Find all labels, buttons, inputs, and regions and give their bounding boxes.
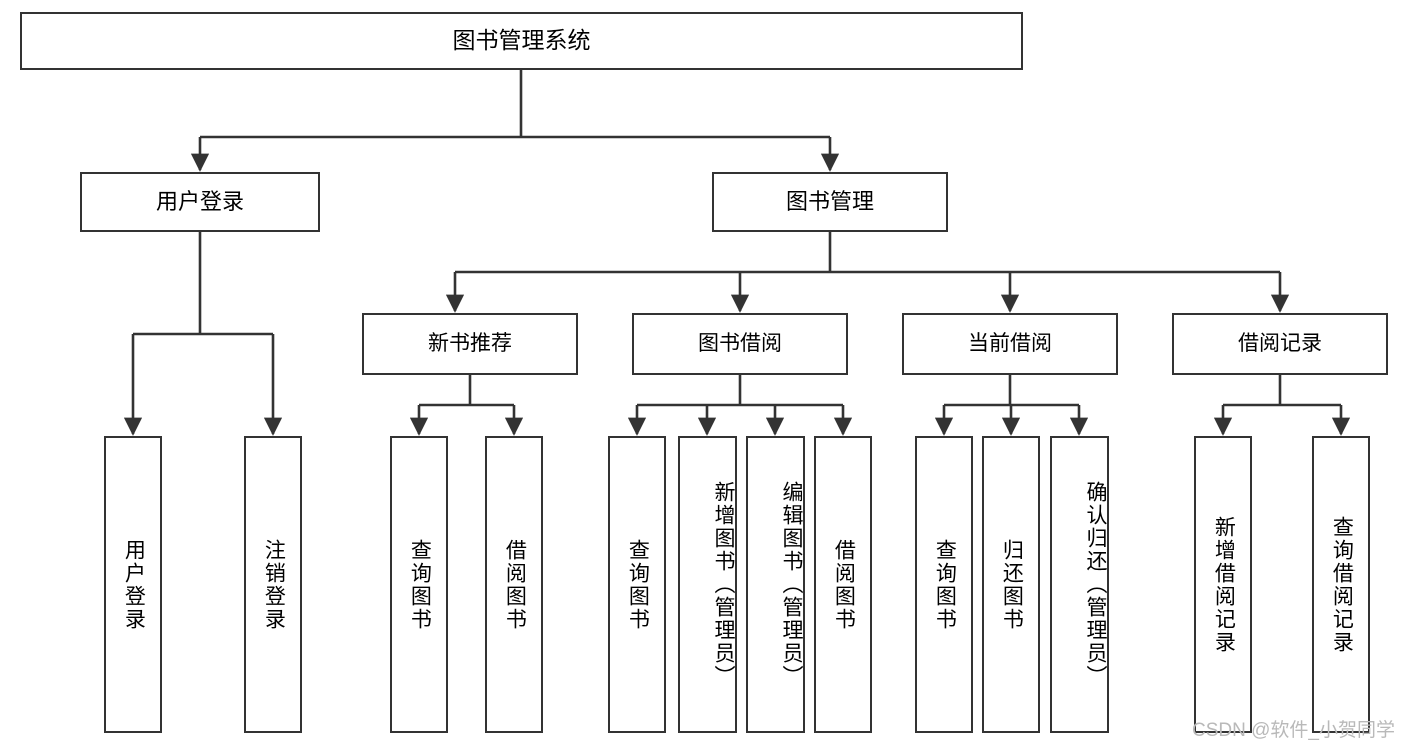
node-borrow-record[interactable]: 借阅记录 xyxy=(1172,313,1388,375)
node-user-login[interactable]: 用户登录 xyxy=(80,172,320,232)
node-label: 查询图书 xyxy=(933,538,957,631)
node-new-book-recommend[interactable]: 新书推荐 xyxy=(362,313,578,375)
leaf-currentborrow-confirm-return[interactable]: 确认归还（管理员） xyxy=(1050,436,1109,733)
leaf-bookborrow-add-book[interactable]: 新增图书（管理员） xyxy=(678,436,737,733)
node-label: 借阅图书 xyxy=(832,538,856,631)
leaf-user-login[interactable]: 用户登录 xyxy=(104,436,162,733)
node-label: 图书借阅 xyxy=(698,331,782,355)
node-label: 编辑图书（管理员） xyxy=(780,481,803,688)
leaf-borrowrecord-query-record[interactable]: 查询借阅记录 xyxy=(1312,436,1370,733)
node-label: 用户登录 xyxy=(122,538,146,631)
leaf-bookborrow-borrow-book[interactable]: 借阅图书 xyxy=(814,436,872,733)
node-label: 确认归还（管理员） xyxy=(1084,481,1107,688)
node-label: 图书管理系统 xyxy=(452,27,591,54)
node-label: 新增借阅记录 xyxy=(1212,515,1236,654)
node-book-management[interactable]: 图书管理 xyxy=(712,172,948,232)
node-label: 图书管理 xyxy=(785,189,874,215)
leaf-newbook-borrow-book[interactable]: 借阅图书 xyxy=(485,436,543,733)
leaf-currentborrow-query-book[interactable]: 查询图书 xyxy=(915,436,973,733)
node-book-borrow[interactable]: 图书借阅 xyxy=(632,313,848,375)
node-label: 当前借阅 xyxy=(968,331,1052,355)
node-current-borrow[interactable]: 当前借阅 xyxy=(902,313,1118,375)
node-label: 归还图书 xyxy=(1000,538,1024,631)
leaf-currentborrow-return-book[interactable]: 归还图书 xyxy=(982,436,1040,733)
csdn-watermark: CSDN @软件_小贺同学 xyxy=(1192,720,1395,741)
node-label: 查询图书 xyxy=(626,538,650,631)
leaf-bookborrow-edit-book[interactable]: 编辑图书（管理员） xyxy=(746,436,805,733)
leaf-user-logout[interactable]: 注销登录 xyxy=(244,436,302,733)
node-label: 查询借阅记录 xyxy=(1330,515,1354,654)
leaf-borrowrecord-add-record[interactable]: 新增借阅记录 xyxy=(1194,436,1252,733)
node-label: 用户登录 xyxy=(155,189,244,215)
node-label: 借阅图书 xyxy=(503,538,527,631)
leaf-newbook-query-book[interactable]: 查询图书 xyxy=(390,436,448,733)
leaf-bookborrow-query-book[interactable]: 查询图书 xyxy=(608,436,666,733)
node-label: 新书推荐 xyxy=(428,331,512,355)
node-label: 新增图书（管理员） xyxy=(712,481,735,688)
node-root-system[interactable]: 图书管理系统 xyxy=(20,12,1023,70)
node-label: 查询图书 xyxy=(408,538,432,631)
node-label: 借阅记录 xyxy=(1238,331,1322,355)
node-label: 注销登录 xyxy=(262,538,286,631)
